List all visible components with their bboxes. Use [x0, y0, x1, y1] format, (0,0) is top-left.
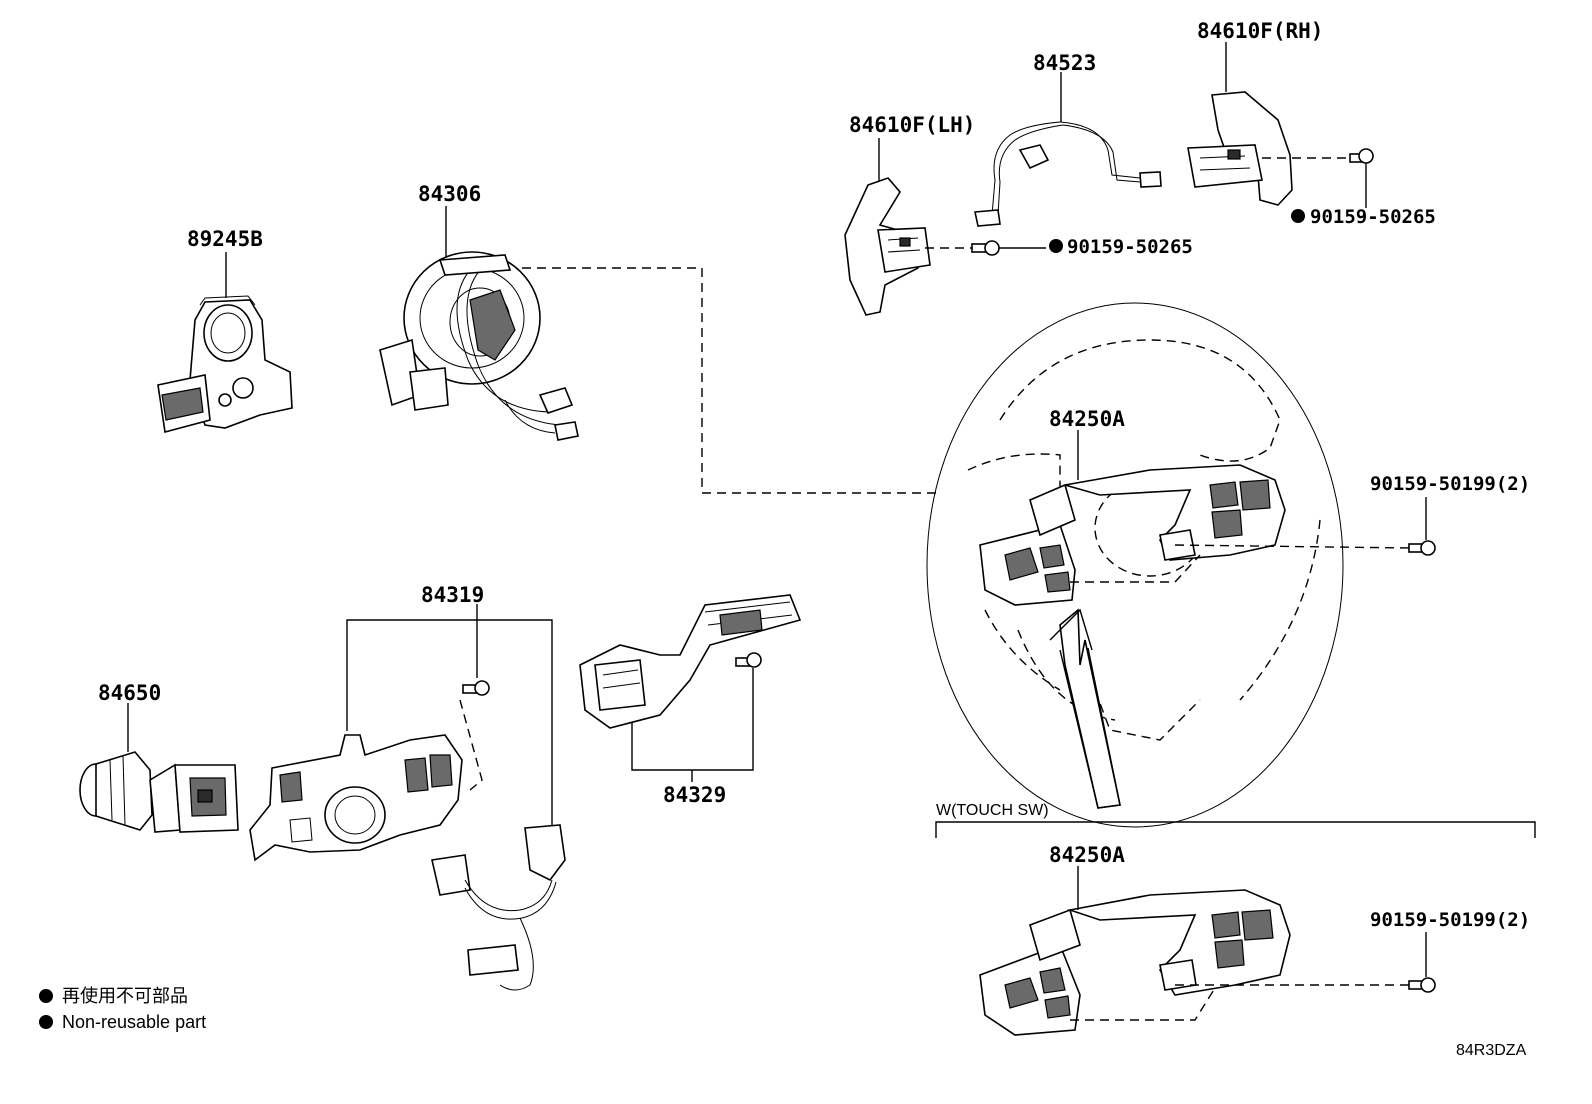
- label-screw-rh: 90159-50265: [1310, 206, 1436, 228]
- part-84650-headlight-switch[interactable]: [79, 751, 239, 833]
- part-89245B-sensor[interactable]: [157, 295, 293, 434]
- legend-marker-1: [39, 989, 53, 1003]
- variant-bracket: [935, 821, 1536, 838]
- non-reusable-marker-lh: [1049, 239, 1063, 253]
- assembly-arrow: [1059, 608, 1121, 809]
- part-84523-harness[interactable]: [974, 121, 1162, 227]
- part-84319-harness[interactable]: [431, 824, 566, 991]
- part-84319-combination-switch[interactable]: [249, 734, 463, 862]
- part-84250A-switch-wheel[interactable]: [979, 464, 1286, 606]
- label-screw-lh: 90159-50265: [1067, 236, 1193, 258]
- part-84250A-switch-touch[interactable]: [979, 889, 1291, 1036]
- label-84329: 84329: [663, 783, 726, 807]
- bracket-84319: [346, 619, 553, 835]
- legend-line-en: Non-reusable part: [62, 1012, 206, 1032]
- label-84250A-top: 84250A: [1049, 407, 1125, 431]
- label-89245B: 89245B: [187, 227, 263, 251]
- screw-84329-icon[interactable]: [735, 652, 762, 668]
- screw-rh-icon[interactable]: [1349, 148, 1374, 164]
- non-reusable-marker-rh: [1291, 209, 1305, 223]
- diagram-code: 84R3DZA: [1456, 1042, 1527, 1059]
- label-screw-wheel: 90159-50199(2): [1370, 473, 1530, 495]
- label-84319: 84319: [421, 583, 484, 607]
- dashed-wheel-screw-b: [1070, 554, 1201, 583]
- label-84250A-bottom: 84250A: [1049, 843, 1125, 867]
- label-84523: 84523: [1033, 51, 1096, 75]
- assembly-arrow-head: [1049, 608, 1093, 651]
- screw-touch-icon[interactable]: [1408, 977, 1436, 993]
- dashed-touch-screw-b: [1070, 987, 1216, 1021]
- dashed-link-84306-wheel: [522, 267, 940, 494]
- part-84610F-RH-paddle[interactable]: [1187, 91, 1293, 206]
- part-84610F-LH-paddle[interactable]: [844, 177, 931, 316]
- label-84610F-LH: 84610F(LH): [849, 113, 975, 137]
- screw-84319-icon[interactable]: [462, 680, 490, 696]
- label-84650: 84650: [98, 681, 161, 705]
- legend-marker-2: [39, 1015, 53, 1029]
- screw-lh-icon[interactable]: [971, 240, 1000, 256]
- variant-label: W(TOUCH SW): [936, 802, 1049, 819]
- label-84610F-RH: 84610F(RH): [1197, 19, 1323, 43]
- part-84329-wiper-switch[interactable]: [579, 594, 802, 729]
- assembly-arrow-shaft: [1059, 647, 1121, 809]
- screw-wheel-icon[interactable]: [1408, 540, 1436, 556]
- part-84306-spiral-cable[interactable]: [379, 251, 579, 441]
- legend-line-ja: 再使用不可部品: [62, 986, 188, 1006]
- dashed-wheel-screw-a: [1174, 544, 1411, 549]
- label-84306: 84306: [418, 182, 481, 206]
- dashed-84319-screw: [459, 699, 483, 791]
- label-screw-touch: 90159-50199(2): [1370, 909, 1530, 931]
